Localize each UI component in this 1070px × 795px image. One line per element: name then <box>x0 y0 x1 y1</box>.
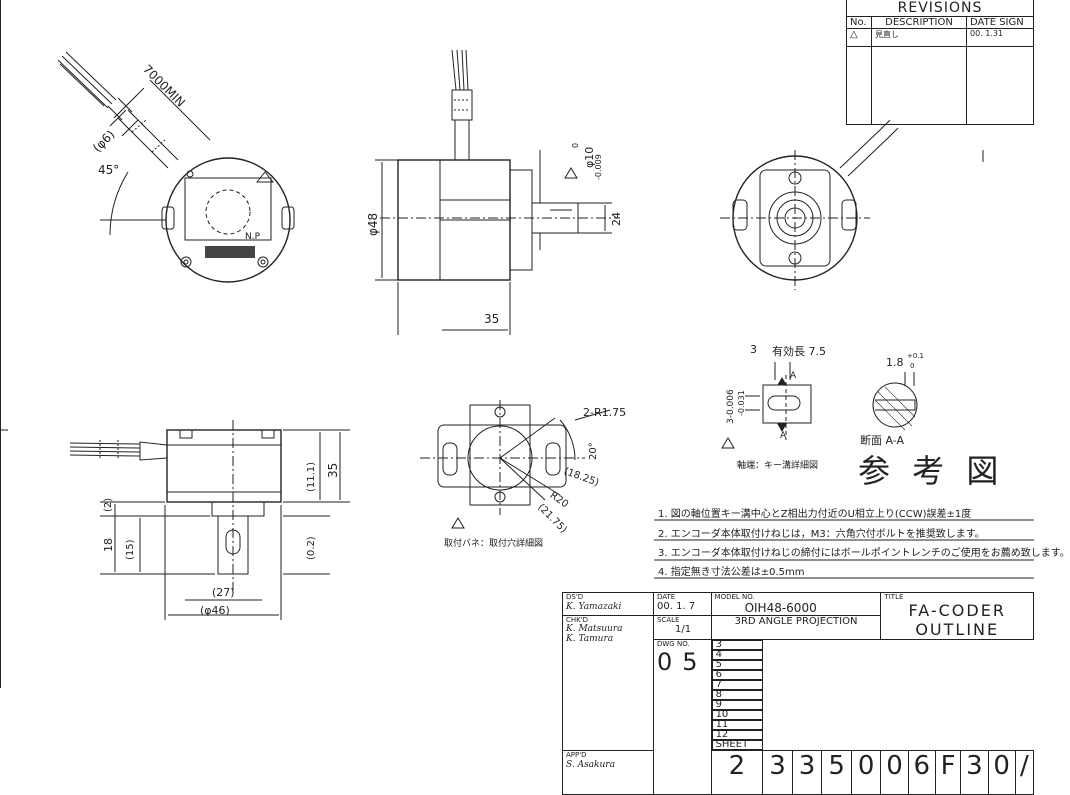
dim-key-tolerance: 3-0.006 <box>726 389 736 424</box>
ds-signature: K. Yamazaki <box>566 602 622 612</box>
revision-row1-no: △ <box>846 28 872 47</box>
label-section-a-top: A <box>790 371 797 381</box>
dim-side-46: (φ46) <box>200 604 230 617</box>
dim-body-diameter: φ48 <box>366 212 380 236</box>
reference-drawing-stamp: 参 考 図 <box>858 452 1005 490</box>
dwg-char-3: 3 <box>762 750 793 795</box>
dwg-char-11: 0 <box>987 750 1016 795</box>
note-4: 4. 指定無き寸法公差は±0.5mm <box>658 567 805 578</box>
dwg-char-8: 6 <box>907 750 936 795</box>
note-2: 2. エンコーダ本体取付けねじは，M3：六角穴付ボルトを推奨致します。 <box>658 529 985 540</box>
dim-section-tol-bottom: 0 <box>910 362 915 370</box>
chk-signature-1: K. Matsuura <box>566 624 623 634</box>
dwg-index-9: 9 <box>711 700 763 710</box>
dwg-char-5: 5 <box>821 750 852 795</box>
dim-side-02: (0.2) <box>306 536 317 560</box>
revisions-col-no: No. <box>846 16 872 29</box>
scale-value: 1/1 <box>675 624 692 635</box>
sheet-label: SHEET <box>711 740 763 750</box>
dim-shaft-tol-top: 0 <box>571 142 580 148</box>
note-1: 1. 図の軸位置キー溝中心とZ相出力付近のU相立上り(CCW)誤差±1度 <box>658 509 972 520</box>
dwg-char-1: 5 <box>682 648 708 676</box>
dim-mount-radius: 2-R1.75 <box>583 406 627 419</box>
dim-angle-45: 45° <box>98 163 120 177</box>
model-value: OIH48-6000 <box>744 601 817 615</box>
dwg-char-0: 0 <box>657 648 683 676</box>
dim-section-depth: 1.8 <box>886 356 904 369</box>
revisions-col-date: DATE <box>970 17 997 28</box>
revisions-col-description: DESCRIPTION <box>871 16 967 29</box>
label-section-aa: 断面 A-A <box>860 434 905 447</box>
label-np: N.P <box>245 232 261 242</box>
front-view <box>57 51 295 283</box>
dim-key-width: 3 <box>750 343 757 356</box>
title-line2: OUTLINE <box>915 620 1000 639</box>
dwg-char-7: 0 <box>880 750 909 795</box>
ds-label: DS'D <box>566 593 584 601</box>
dwg-char-2: 2 <box>710 750 764 795</box>
dim-side-15: (15) <box>125 539 136 560</box>
dim-side-35: 35 <box>326 462 340 478</box>
bottom-side-view <box>69 420 350 620</box>
dim-shaft-length: 24 <box>610 212 623 226</box>
caption-shaft-end-detail: 軸端：キー溝詳細図 <box>737 461 819 471</box>
revisions-col-sign: SIGN <box>999 17 1024 28</box>
app-label: APP'D <box>566 751 587 759</box>
note-3: 3. エンコーダ本体取付けねじの締付にはボールポイントレンチのご使用をお薦め致し… <box>658 548 1070 559</box>
dim-section-tol-top: +0.1 <box>907 352 924 360</box>
dim-mount-angle: 20° <box>588 442 599 460</box>
dwg-char-9: F <box>934 750 962 795</box>
technical-drawing <box>0 0 1034 688</box>
revision-row1-date: 00. 1.31 <box>966 28 1034 47</box>
dwg-char-4: 3 <box>791 750 823 795</box>
chk-signature-2: K. Tamura <box>566 634 614 644</box>
dwg-index-4: 4 <box>711 650 763 660</box>
title-label: TITLE <box>884 593 904 601</box>
app-signature: S. Asakura <box>566 760 615 770</box>
scale-label: SCALE <box>657 616 680 624</box>
dwg-index-3: 3 <box>711 640 763 650</box>
title-block: DS'D K. Yamazaki DATE 00. 1. 7 MODEL NO.… <box>562 592 1035 795</box>
dim-depth: 35 <box>484 312 500 326</box>
dwg-index-10: 10 <box>711 710 763 720</box>
chk-label: CHK'D <box>566 616 589 624</box>
dwg-char-6: 0 <box>850 750 882 795</box>
dwg-char-12: / <box>1014 750 1035 795</box>
notes-area <box>654 519 1034 579</box>
revisions-title: REVISIONS <box>846 0 1034 17</box>
dim-side-27: (27) <box>212 586 235 599</box>
label-section-a-bottom: A <box>780 431 787 441</box>
dim-side-2: (2) <box>103 497 114 512</box>
revision-row1-description: 見直し <box>871 28 967 47</box>
keyway-detail <box>721 362 918 449</box>
dim-side-18: 18 <box>102 538 115 552</box>
dim-shaft-tol-bottom: -0.009 <box>594 154 603 180</box>
revisions-table: REVISIONS No. DESCRIPTION DATE SIGN △ 見直… <box>846 0 1034 125</box>
caption-mount-detail: 取付バネ：取付穴詳細図 <box>444 539 544 549</box>
dwg-index-7: 7 <box>711 680 763 690</box>
dwg-char-10: 3 <box>960 750 989 795</box>
dim-side-111: (11.1) <box>306 461 317 492</box>
dim-key-tolerance-2: -0.031 <box>737 390 746 416</box>
date-value: 00. 1. 7 <box>657 601 696 612</box>
projection-label: 3RD ANGLE PROJECTION <box>710 615 882 640</box>
date-label: DATE <box>657 593 676 601</box>
dim-key-effective-length: 有効長 7.5 <box>772 345 826 358</box>
dwg-index-11: 11 <box>711 720 763 730</box>
dwg-index-6: 6 <box>711 670 763 680</box>
rear-view <box>720 119 984 290</box>
side-view <box>375 49 620 335</box>
mounting-detail <box>420 400 611 529</box>
dwg-label: DWG NO. <box>657 640 690 648</box>
dwg-index-5: 5 <box>711 660 763 670</box>
dwg-index-12: 12 <box>711 730 763 740</box>
title-line1: FA-CODER <box>908 601 1006 620</box>
dwg-index-8: 8 <box>711 690 763 700</box>
model-label: MODEL NO. <box>714 593 755 601</box>
